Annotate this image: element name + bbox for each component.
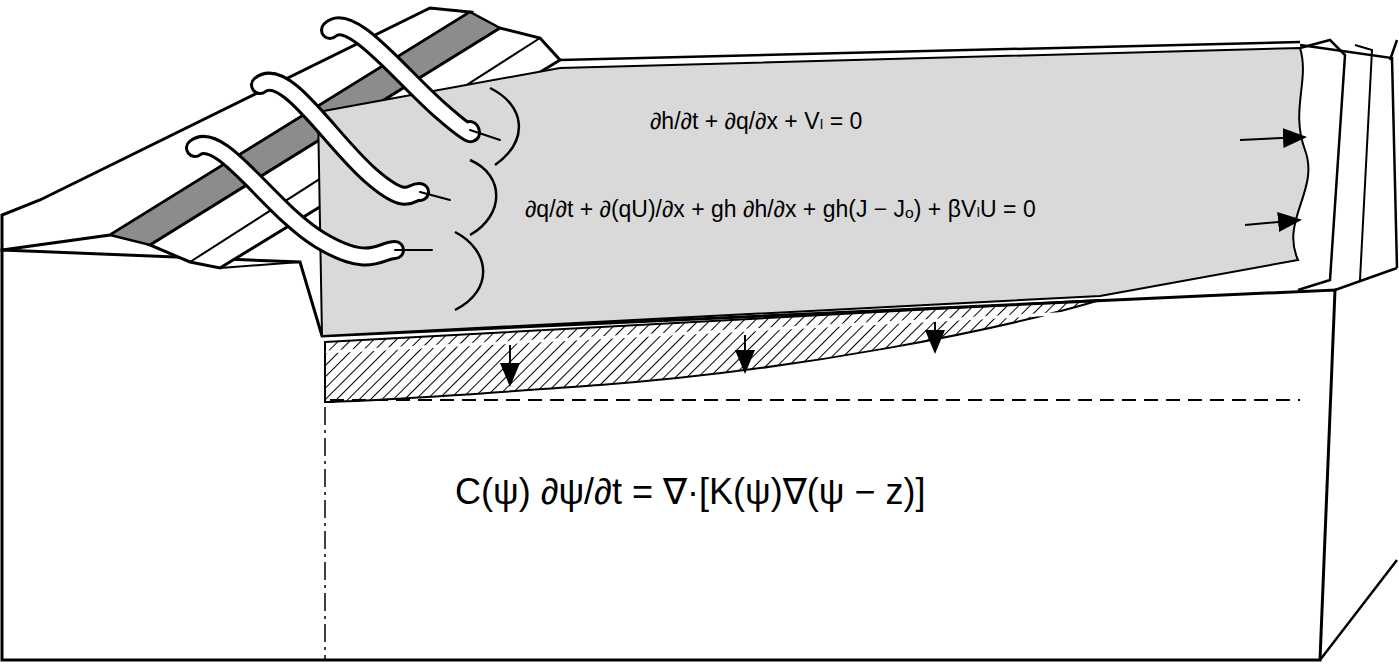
wetted-zone <box>325 300 1100 402</box>
equation-label: ∂h/∂t + ∂q/∂x + Vₗ = 0 <box>650 108 862 136</box>
flow-arcs <box>455 88 519 310</box>
water-table <box>330 399 1300 401</box>
equation-label: C(ψ) ∂ψ/∂t = ∇·[K(ψ)∇(ψ − z)] <box>455 470 925 513</box>
outflow-arrows <box>1240 137 1305 225</box>
infiltration-arrows <box>510 322 935 385</box>
soil-side <box>1320 40 1397 660</box>
axis-line <box>324 345 326 660</box>
water-surface <box>318 48 1308 336</box>
siphon-tubes <box>195 26 500 256</box>
outlet-ditch <box>1298 40 1345 290</box>
equation-label: ∂q/∂t + ∂(qU)/∂x + gh ∂h/∂x + gh(J − Jₒ)… <box>525 196 1036 224</box>
